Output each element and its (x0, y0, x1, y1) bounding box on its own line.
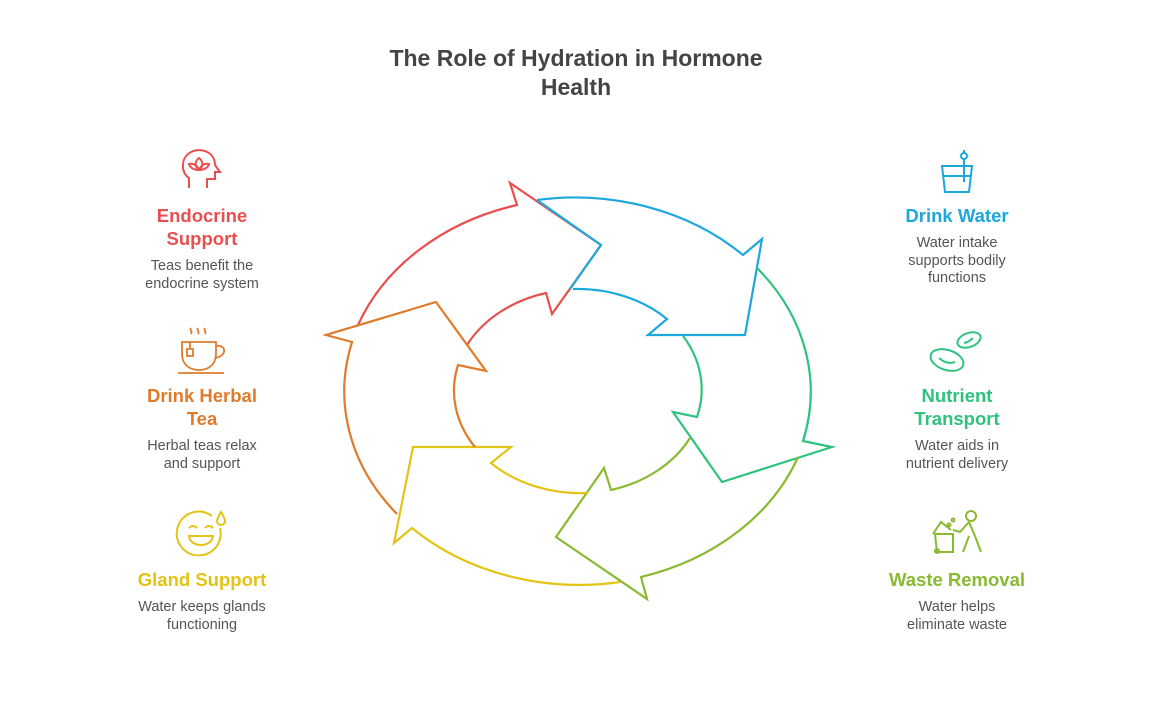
arrow-drink-water (536, 196, 764, 337)
item-description: Water aids in nutrient delivery (905, 438, 1009, 472)
item-gland-support: Gland Support Water keeps glands functio… (102, 508, 302, 634)
arrow-herbal-tea (321, 300, 489, 515)
item-description: Water intake supports bodily functions (908, 235, 1006, 286)
head-lotus-icon (181, 149, 222, 188)
arrow-endocrine-support (356, 180, 603, 346)
item-drink-herbal-tea: Drink Herbal Tea Herbal teas relax and s… (102, 326, 302, 473)
item-heading: Drink Water (905, 205, 1009, 226)
item-description: Water helps eliminate waste (907, 599, 1007, 633)
arrow-gland-support (392, 445, 621, 586)
item-description: Water keeps glands functioning (138, 599, 266, 633)
item-endocrine-support: Endocrine Support Teas benefit the endoc… (102, 148, 302, 293)
water-glass-icon (940, 150, 974, 193)
arrow-drink-water-edge (536, 199, 603, 290)
person-trash-bin-icon (932, 510, 982, 554)
item-heading: Drink Herbal Tea (146, 385, 257, 429)
item-description: Teas benefit the endocrine system (145, 258, 259, 292)
item-drink-water: Drink Water Water intake supports bodily… (857, 148, 1057, 288)
item-heading: Nutrient Transport (914, 385, 1000, 429)
smiling-face-sweat-icon (175, 510, 227, 556)
blood-cells-icon (929, 331, 982, 372)
teacup-icon (178, 327, 226, 374)
item-heading: Gland Support (137, 569, 267, 590)
arrow-nutrient-transport (670, 267, 837, 484)
item-heading: Waste Removal (888, 569, 1026, 590)
item-description: Herbal teas relax and support (147, 438, 257, 472)
diagram-title: The Role of Hydration in Hormone Health (389, 45, 763, 100)
arrow-waste-removal (554, 437, 800, 602)
item-heading: Endocrine Support (156, 205, 248, 249)
item-nutrient-transport: Nutrient Transport Water aids in nutrien… (857, 328, 1057, 473)
item-waste-removal: Waste Removal Water helps eliminate wast… (857, 508, 1057, 634)
